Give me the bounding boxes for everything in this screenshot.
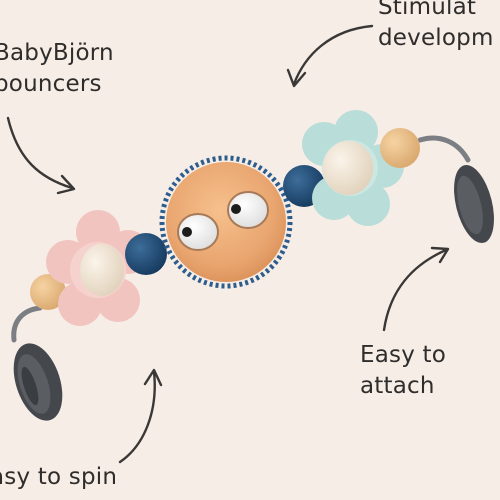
navy-bead: [125, 233, 167, 275]
wood-bead: [30, 274, 66, 310]
wood-bead: [380, 128, 420, 168]
callout-stimulate-line1: Stimulat: [378, 0, 477, 20]
callout-attach-line2: attach: [360, 373, 435, 399]
googly-eye-icon: [227, 191, 269, 229]
callout-bouncers-line1: BabyBjörn: [0, 40, 114, 66]
arrow-icon: [118, 368, 163, 464]
arrow-icon: [6, 116, 76, 195]
googly-eye-icon: [177, 213, 219, 251]
arrow-icon: [382, 246, 450, 332]
callout-stimulate-line2: developm: [378, 25, 494, 51]
clip-icon: [11, 305, 63, 421]
clip-icon: [417, 135, 494, 244]
googly-disc: [159, 155, 293, 289]
callout-attach: Easy to attach: [360, 340, 446, 402]
flower-icon: [302, 110, 404, 226]
callout-bouncers-line2: bouncers: [0, 71, 102, 97]
flower-icon: [46, 210, 150, 326]
callout-bouncers: BabyBjörn bouncers: [0, 38, 114, 100]
callout-stimulate: Stimulat developm: [378, 0, 494, 54]
callout-attach-line1: Easy to: [360, 342, 447, 368]
callout-spin-line1: asy to spin: [0, 464, 118, 490]
arrow-icon: [286, 24, 374, 88]
callout-spin: asy to spin: [0, 462, 117, 493]
